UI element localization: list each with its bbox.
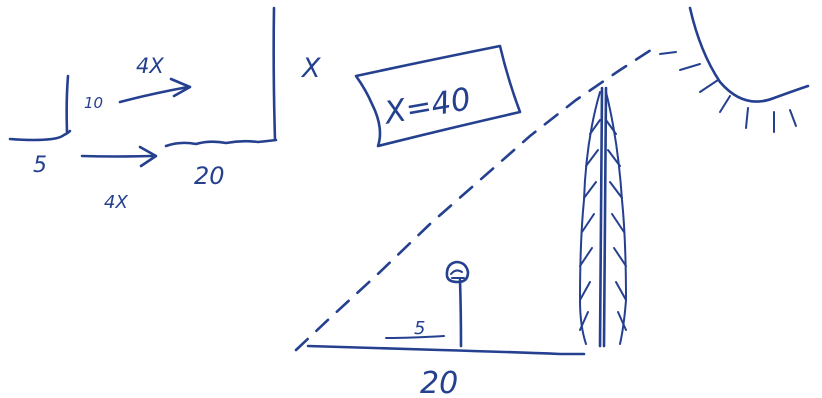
small-height-label: 10 xyxy=(84,94,103,112)
small-figure: 10 5 xyxy=(8,74,103,178)
top-arrow-head xyxy=(169,77,192,98)
tree-left-edge xyxy=(579,91,601,345)
small-shadow-line xyxy=(8,129,72,142)
ground-line xyxy=(306,344,586,356)
sun-ray-dashed-line xyxy=(294,46,656,352)
person-shadow-label: 5 xyxy=(414,318,425,339)
tree-right-edge xyxy=(605,91,627,345)
answer-text: X=40 xyxy=(380,81,474,132)
top-scale-label: 4X xyxy=(136,54,164,78)
top-arrow-shaft xyxy=(118,85,190,104)
answer-box: X=40 xyxy=(354,44,522,148)
bottom-arrow-head xyxy=(138,145,158,168)
tree-shadow-label: 20 xyxy=(420,366,458,398)
person-head xyxy=(445,260,470,284)
small-stick-line xyxy=(65,74,70,134)
bottom-arrow-shaft xyxy=(80,154,154,158)
small-shadow-label: 5 xyxy=(33,153,47,178)
big-stick-line xyxy=(272,6,277,142)
sun-icon xyxy=(659,6,810,133)
big-figure: X 20 xyxy=(164,6,321,190)
big-shadow-line xyxy=(164,138,278,148)
tree-trunk xyxy=(598,86,604,348)
person-shadow-underline xyxy=(385,335,445,339)
person-pole xyxy=(458,278,463,348)
big-height-label: X xyxy=(300,53,321,84)
sun-arc xyxy=(688,6,810,103)
big-shadow-label: 20 xyxy=(194,162,225,190)
answer-box-outline xyxy=(354,44,522,148)
person-icon xyxy=(445,260,470,348)
bottom-scale-label: 4X xyxy=(104,192,128,213)
scale-arrows: 4X 4X xyxy=(80,54,192,213)
tree-icon xyxy=(579,86,627,348)
